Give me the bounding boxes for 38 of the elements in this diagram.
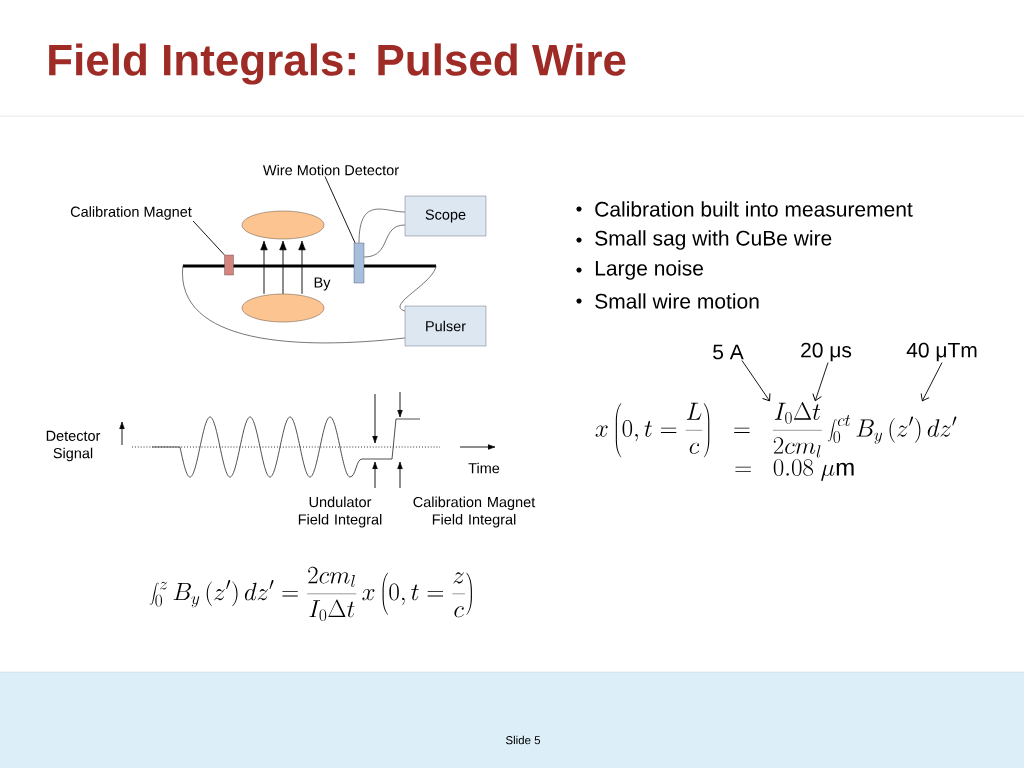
- magnet-block: [224, 254, 234, 276]
- instrument-box: Pulser: [404, 305, 487, 347]
- field-arrow: [260, 240, 268, 295]
- detector-block: [353, 242, 365, 284]
- axis-label: Detector Signal: [46, 430, 101, 462]
- annotation-text: Calibration Magnet Field Integral: [413, 496, 536, 528]
- annotation-text: Undulator Field Integral: [298, 496, 382, 528]
- magnet-pole: [241, 293, 325, 323]
- value-label: 20 μs: [801, 342, 852, 362]
- slide-title: Field Integrals: Pulsed Wire: [49, 43, 626, 85]
- leader-line: [192, 220, 225, 256]
- leader-line: [920, 362, 943, 402]
- cable: [399, 265, 437, 312]
- bullet-text: Calibration built into measurement: [595, 201, 913, 217]
- leader-line: [741, 360, 771, 402]
- magnet-pole: [241, 210, 325, 240]
- cable: [182, 265, 406, 344]
- footer-text: Slide 5: [505, 735, 541, 745]
- instrument-box: Scope: [404, 195, 487, 237]
- value-label: 40 μTm: [906, 342, 977, 362]
- bullet-text: Large noise: [595, 260, 703, 280]
- callout-label: Calibration Magnet: [70, 206, 192, 220]
- callout-label: Wire Motion Detector: [263, 164, 399, 176]
- value-label: 5 A: [713, 344, 744, 360]
- leader-line: [324, 176, 356, 244]
- wire: [183, 264, 436, 268]
- formula: $\int_0^z B_y\left(z'\right)dz' = \frac{2cm_l}{I_0\Delta t}\,x\left(0,t=\frac{z}{c}\right)$: [149, 566, 472, 622]
- field-arrow: [298, 240, 306, 295]
- field-label: By: [314, 277, 331, 291]
- bullet-text: Small sag with CuBe wire: [595, 230, 832, 250]
- bullet-text: Small wire motion: [595, 293, 759, 309]
- formula: $=\;\;0.08\ \mu\mathrm{m}$: [735, 459, 854, 481]
- cable: [358, 208, 406, 244]
- leader-line: [812, 362, 829, 402]
- field-arrow: [279, 240, 287, 295]
- cable: [363, 224, 406, 258]
- axis-label: Time: [468, 462, 500, 474]
- formula: $x\left(0,t=\frac{L}{c}\right)\;\;=\;\;\frac{I_0\Delta t}{2cm_l}\int_0^{ct} B_y\left(z'\right)dz'$: [595, 402, 957, 458]
